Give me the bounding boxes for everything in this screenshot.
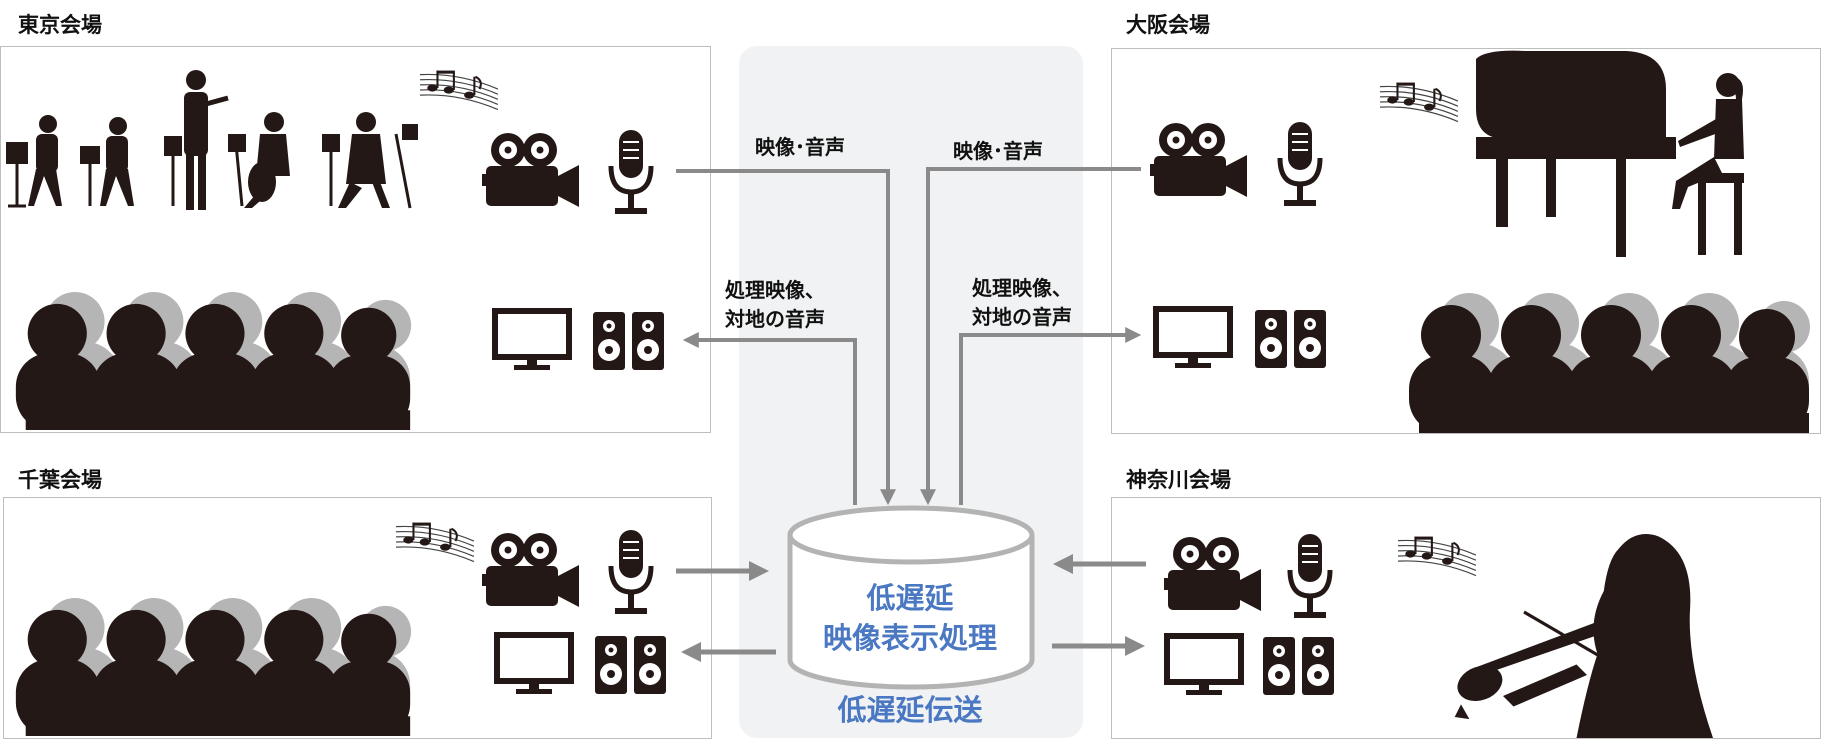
monitor-icon — [1156, 309, 1230, 368]
camera-icon — [1164, 537, 1261, 611]
speaker-icon — [593, 312, 625, 370]
audience-silhouette — [1409, 293, 1810, 433]
orchestra-silhouette — [6, 70, 418, 210]
transmission-label: 低遅延伝送 — [837, 693, 983, 727]
tokyo-av-out-label: 映像･音声 — [755, 135, 845, 159]
speaker-icon — [1302, 637, 1334, 695]
microphone-icon — [1280, 122, 1320, 206]
monitor-icon — [1167, 636, 1241, 695]
speaker-icon — [634, 636, 666, 694]
camera-icon — [1150, 123, 1247, 197]
speaker-icon — [595, 636, 627, 694]
tokyo-return-label-line1: 処理映像、 — [725, 278, 825, 302]
microphone-icon — [611, 130, 651, 214]
music-notes-icon — [1397, 535, 1477, 577]
audience-silhouette — [15, 598, 412, 736]
chiba-venue-box — [3, 497, 712, 739]
speaker-icon — [1263, 637, 1295, 695]
processing-label-line2: 映像表示処理 — [822, 621, 997, 655]
camera-icon — [482, 533, 579, 607]
processing-database-cylinder — [787, 505, 1035, 690]
monitor-icon — [495, 311, 569, 370]
tokyo-return-label: 処理映像、 対地の音声 — [725, 276, 825, 334]
tokyo-to-center-arrow — [676, 169, 896, 506]
speaker-icon — [632, 312, 664, 370]
center-to-osaka-arrow — [959, 327, 1142, 505]
kanagawa-venue-title: 神奈川会場 — [1126, 468, 1231, 492]
tokyo-venue-box — [0, 46, 711, 433]
pianist-silhouette — [1476, 50, 1744, 257]
tokyo-venue-title: 東京会場 — [18, 13, 102, 37]
speaker-icon — [1255, 310, 1287, 368]
music-notes-icon — [419, 69, 499, 111]
osaka-to-center-arrow — [920, 167, 1141, 506]
monitor-icon — [497, 635, 571, 694]
processing-label: 低遅延 映像表示処理 — [790, 578, 1030, 658]
violinist-silhouette — [1450, 532, 1715, 738]
osaka-av-out-label: 映像･音声 — [953, 139, 1043, 163]
microphone-icon — [1290, 534, 1330, 618]
camera-icon — [482, 133, 579, 207]
osaka-return-label: 処理映像、 対地の音声 — [972, 274, 1072, 332]
music-notes-icon — [1379, 81, 1459, 123]
chiba-venue-title: 千葉会場 — [18, 468, 102, 492]
osaka-return-label-line1: 処理映像、 — [972, 276, 1072, 300]
tokyo-return-label-line2: 対地の音声 — [725, 307, 825, 331]
osaka-venue-title: 大阪会場 — [1126, 13, 1210, 37]
speaker-icon — [1294, 310, 1326, 368]
center-to-tokyo-arrow — [682, 332, 857, 505]
music-notes-icon — [395, 521, 475, 563]
microphone-icon — [611, 530, 651, 614]
audience-silhouette — [15, 292, 412, 430]
processing-label-line1: 低遅延 — [866, 581, 954, 615]
osaka-return-label-line2: 対地の音声 — [972, 305, 1072, 329]
